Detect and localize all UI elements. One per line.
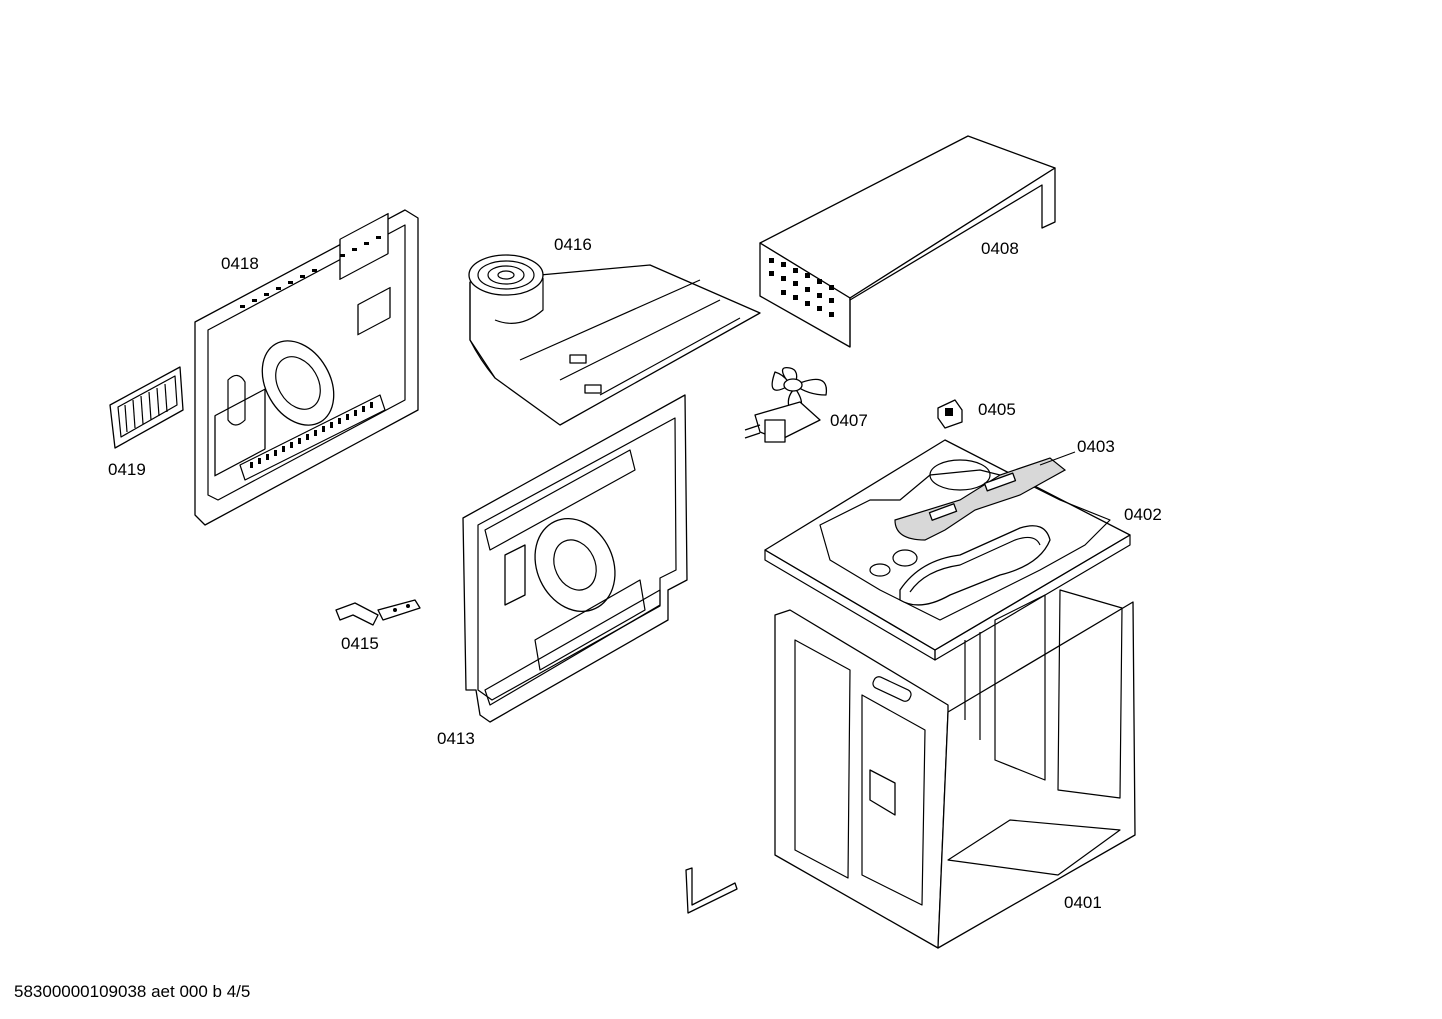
leader-line-0403 [1039, 451, 1076, 466]
callout-0401: 0401 [1064, 893, 1102, 912]
thermostat-clip-part [937, 399, 963, 429]
cover-channel-part [759, 135, 1056, 348]
callout-0415: 0415 [341, 634, 379, 653]
callout-0403: 0403 [1077, 437, 1115, 456]
callout-0405: 0405 [978, 400, 1016, 419]
callout-0419: 0419 [108, 460, 146, 479]
callout-0408: 0408 [981, 239, 1019, 258]
cooling-fan-motor-part [744, 366, 828, 443]
oven-cavity-shell-part [774, 589, 1136, 949]
insulation-pad-part [894, 457, 1067, 541]
drawing-reference-number: 58300000109038 aet 000 b 4/5 [14, 982, 251, 1001]
callout-0413: 0413 [437, 729, 475, 748]
fan-duct-housing-part [468, 254, 761, 426]
vent-grille-part [109, 366, 184, 449]
bracket-clip-part [335, 599, 421, 626]
top-plate-part [764, 439, 1131, 661]
back-wall-frame-part [194, 209, 419, 526]
rear-panel-part [462, 394, 688, 723]
callout-0407: 0407 [830, 411, 868, 430]
callout-0416: 0416 [554, 235, 592, 254]
callout-0418: 0418 [221, 254, 259, 273]
l-bracket-part [685, 867, 738, 914]
callout-0402: 0402 [1124, 505, 1162, 524]
